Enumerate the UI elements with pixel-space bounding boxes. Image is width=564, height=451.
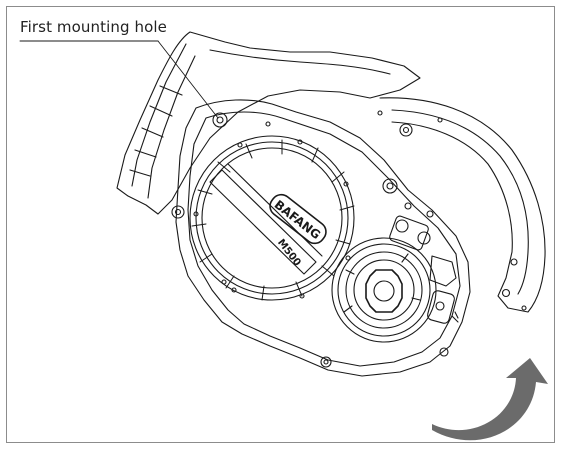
callout-label-first-mounting-hole: First mounting hole [20, 18, 167, 36]
frame-bracket-fin [116, 31, 421, 215]
frame-swing-arm [377, 97, 546, 313]
rotation-arrow-icon [432, 358, 548, 441]
bottom-bracket-spindle [331, 237, 437, 343]
motor-housing [171, 99, 471, 377]
motor-model-text: M500 [275, 237, 303, 268]
figure-frame [6, 6, 555, 443]
motor-side-cover: BAFANG M500 [189, 135, 355, 301]
connector-cluster [389, 202, 459, 324]
callout-leader-line [19, 40, 219, 119]
